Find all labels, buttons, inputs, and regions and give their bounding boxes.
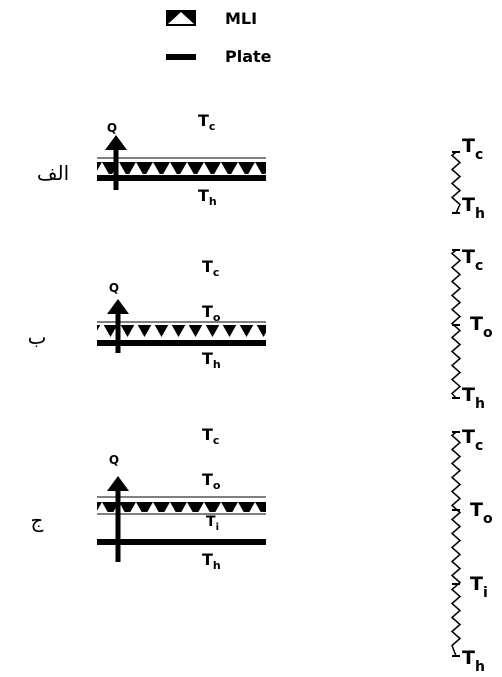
- case-1-tc-label: Tc: [198, 111, 215, 133]
- case-1-panel: الف Q Tc Th: [37, 111, 266, 208]
- case-3-plate: [97, 539, 266, 545]
- net-1-tc-label: Tc: [462, 135, 483, 163]
- net-3-tc-label: Tc: [462, 426, 483, 454]
- resistance-network-3: Tc To Ti Th: [450, 426, 493, 675]
- case-2-heat-arrow-head: [107, 299, 129, 314]
- case-3-to-label: To: [202, 470, 221, 492]
- net-3-th-label: Th: [462, 647, 485, 675]
- legend-mli-label: MLI: [225, 9, 257, 28]
- case-2-th-label: Th: [202, 349, 221, 371]
- net-1-th-label: Th: [462, 194, 485, 222]
- case-2-to-label: To: [202, 302, 221, 324]
- net-2-tc-label: Tc: [462, 246, 483, 274]
- case-3-heat-arrow-head: [107, 476, 129, 491]
- case-3-tc-label: Tc: [202, 425, 219, 447]
- legend-plate-label: Plate: [225, 47, 272, 66]
- case-2-label: ب: [28, 325, 47, 349]
- case-3-ti-label: Ti: [206, 514, 219, 533]
- case-3-mli-layer: [97, 499, 266, 512]
- case-2-plate: [97, 340, 266, 346]
- net-3-to-label: To: [470, 499, 493, 527]
- resistance-network-1: Tc Th: [450, 135, 485, 222]
- case-1-th-label: Th: [198, 186, 217, 208]
- legend-plate-symbol: [166, 54, 196, 60]
- net-2-th-label: Th: [462, 384, 485, 412]
- case-3-heat-label: Q: [109, 453, 119, 467]
- case-2-panel: ب Q Tc To Th: [28, 257, 266, 371]
- case-3-panel: ج Q Tc To Ti Th: [31, 425, 266, 572]
- case-1-plate: [97, 175, 266, 181]
- case-1-heat-arrow-head: [105, 135, 127, 150]
- resistor-1-zigzag: [450, 151, 462, 214]
- legend: MLI Plate: [166, 9, 272, 66]
- net-3-ti-label: Ti: [470, 573, 488, 601]
- resistor-2-zigzag: [450, 249, 462, 399]
- legend-mli-symbol: [166, 10, 196, 26]
- case-1-heat-label: Q: [107, 121, 117, 135]
- net-2-to-label: To: [470, 313, 493, 341]
- case-3-th-label: Th: [202, 550, 221, 572]
- resistor-3-zigzag: [450, 431, 462, 657]
- resistance-network-2: Tc To Th: [450, 246, 493, 412]
- case-1-label: الف: [37, 161, 69, 185]
- case-2-mli-layer: [97, 325, 266, 338]
- case-2-heat-label: Q: [109, 281, 119, 295]
- case-3-label: ج: [31, 508, 44, 532]
- case-2-tc-label: Tc: [202, 257, 219, 279]
- case-1-mli-layer: [97, 161, 266, 174]
